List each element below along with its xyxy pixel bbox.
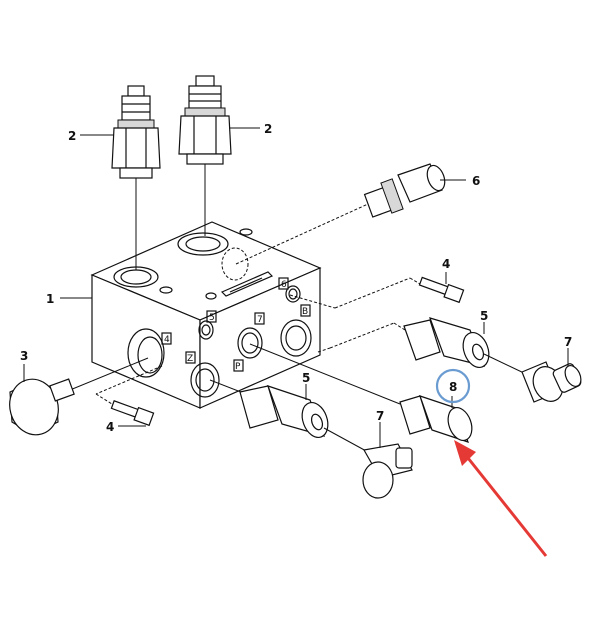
elbow-7-right <box>483 353 582 403</box>
highlight-circle <box>435 368 471 404</box>
callout-5a: 5 <box>480 309 488 323</box>
valve-cartridge-left <box>111 85 161 270</box>
callout-8: 8 <box>449 380 457 394</box>
callout-5b: 5 <box>302 371 310 385</box>
port-box-b <box>300 304 311 317</box>
port-label-p: P <box>235 362 241 372</box>
port-label-4: 4 <box>164 335 170 345</box>
fitting-5-lower <box>209 379 329 439</box>
callout-3: 3 <box>20 349 28 363</box>
pin-4-top <box>289 276 465 309</box>
valve-cartridge-right <box>178 75 232 236</box>
pointer-arrow <box>454 440 548 557</box>
port-label-b: B <box>302 307 308 317</box>
callout-7b: 7 <box>376 409 384 423</box>
callout-7a: 7 <box>564 335 572 349</box>
port-box-z <box>185 351 196 364</box>
port-box-5 <box>206 310 217 323</box>
plug-fitting-3 <box>9 357 149 436</box>
manifold-block: 4 5 6 7 B P Z <box>90 221 322 409</box>
callout-2b: 2 <box>264 122 272 136</box>
port-box-4 <box>161 332 172 345</box>
port-box-6 <box>278 277 289 290</box>
pin-4-bottom <box>95 365 163 427</box>
plug-fitting-6 <box>235 163 446 265</box>
port-label-7: 7 <box>257 315 263 325</box>
port-label-z: Z <box>187 354 193 364</box>
port-box-p <box>233 359 244 372</box>
port-label-6: 6 <box>281 280 287 290</box>
fitting-8 <box>249 343 473 443</box>
callout-2a: 2 <box>68 129 76 143</box>
elbow-7-lower <box>323 427 413 499</box>
port-box-7 <box>254 312 265 325</box>
callout-4a: 4 <box>442 257 450 271</box>
fitting-5-upper <box>317 317 490 369</box>
callout-1: 1 <box>46 292 54 306</box>
callout-6: 6 <box>472 174 480 188</box>
port-label-5: 5 <box>209 313 215 323</box>
callout-4b: 4 <box>106 420 114 434</box>
